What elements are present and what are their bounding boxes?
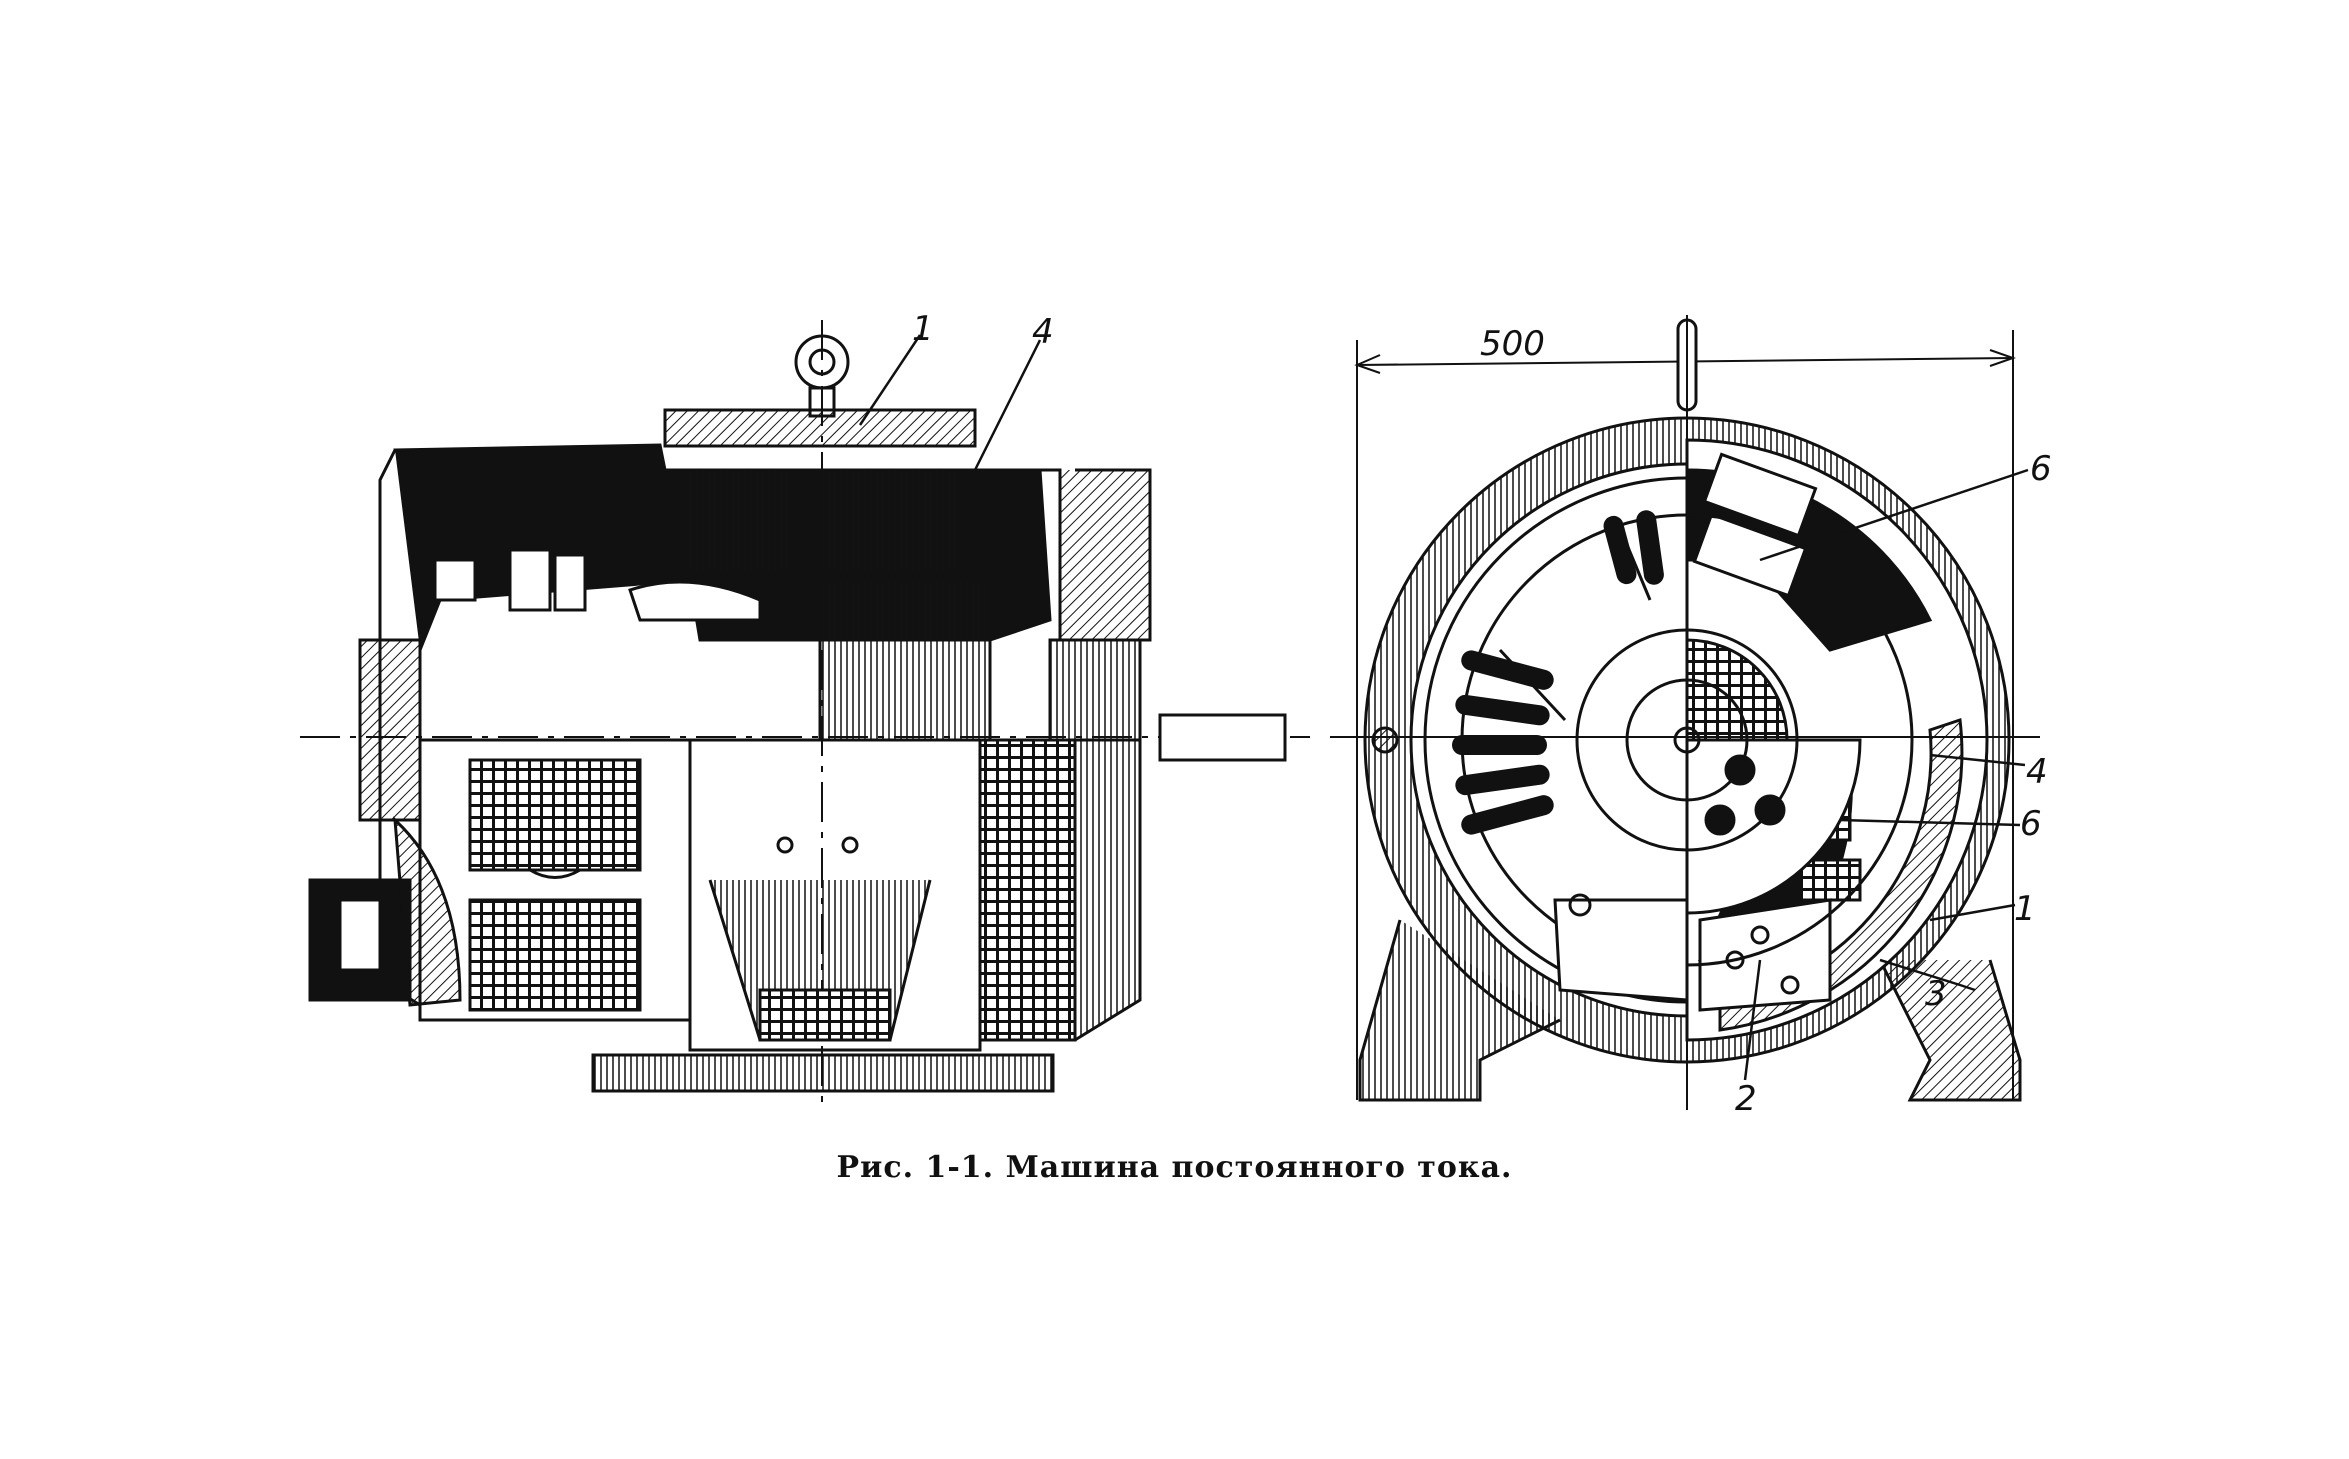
label-6-top: 6 bbox=[2030, 449, 2052, 489]
side-view-leaders bbox=[858, 334, 1042, 471]
label-6-lower: 6 bbox=[2020, 804, 2042, 844]
label-4-side: 4 bbox=[1032, 312, 1054, 352]
end-view bbox=[1330, 315, 2040, 1110]
dimension-500: 500 bbox=[1480, 324, 1545, 364]
side-view bbox=[300, 320, 1310, 1110]
end-view-leaders bbox=[1743, 468, 2029, 1081]
label-4-end: 4 bbox=[2026, 752, 2048, 792]
label-5-side: 5 bbox=[765, 589, 787, 629]
label-1-end: 1 bbox=[2014, 889, 2036, 929]
label-2-end: 2 bbox=[1735, 1079, 1757, 1119]
label-1-side: 1 bbox=[912, 309, 934, 349]
vent-slots bbox=[1452, 510, 1664, 835]
label-3-end: 3 bbox=[1925, 974, 1947, 1014]
figure-caption: Рис. 1-1. Машина постоянного тока. bbox=[836, 1150, 1513, 1185]
